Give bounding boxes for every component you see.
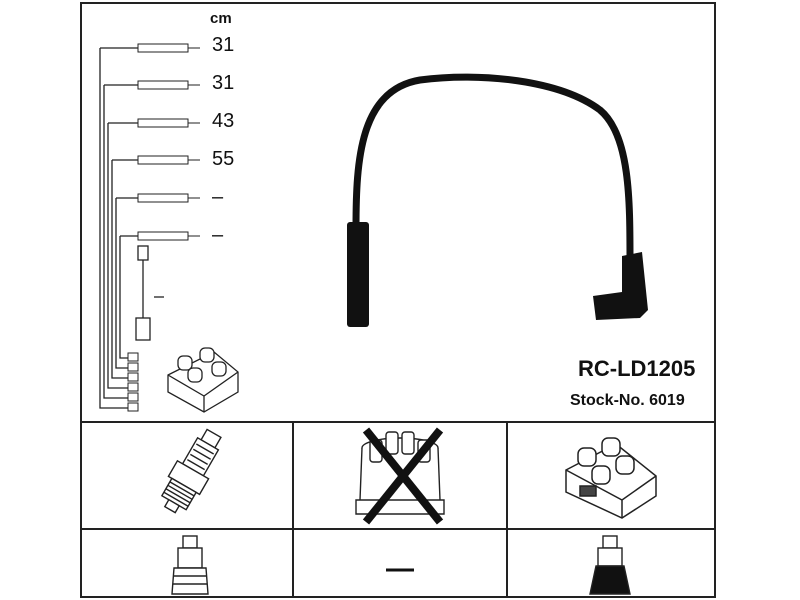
not-applicable-cross-icon <box>362 427 444 525</box>
black-boot-icon <box>589 535 631 595</box>
unit-label: cm <box>210 10 232 27</box>
ignition-lead-illustration <box>347 73 648 327</box>
lead-length-1: 31 <box>212 34 235 56</box>
lead-length-2: 31 <box>212 72 235 94</box>
spark-plug-icon <box>160 428 222 514</box>
grid-lines <box>80 421 716 598</box>
diagram-frame <box>80 2 716 598</box>
small-coil-icon <box>167 347 239 413</box>
rubber-boot-icon <box>171 535 209 595</box>
ignition-coil-icon <box>565 437 657 519</box>
lead-length-4: 55 <box>212 148 235 170</box>
stock-number: Stock-No. 6019 <box>570 392 685 409</box>
lead-length-6: – <box>212 224 224 246</box>
lead-length-5: – <box>212 186 224 208</box>
lead-length-3: 43 <box>212 110 235 132</box>
part-number: RC-LD1205 <box>578 356 696 381</box>
lead-set-schematic <box>99 43 200 412</box>
